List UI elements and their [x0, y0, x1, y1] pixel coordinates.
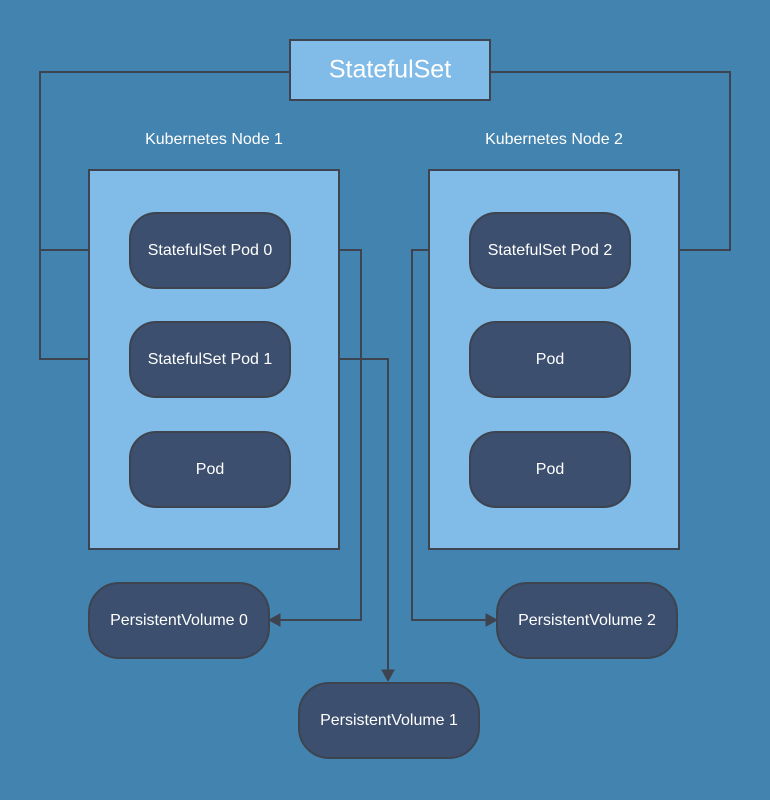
statefulset-pod-0-shape[interactable]	[129, 212, 291, 289]
persistentvolume-0-shape[interactable]	[88, 582, 270, 659]
node-1-title: Kubernetes Node 1	[145, 131, 283, 148]
pod-node2-generic-a-label: Pod	[535, 350, 565, 368]
pod-node1-generic-label: Pod	[195, 460, 225, 478]
statefulset-box[interactable]	[289, 39, 491, 101]
statefulset-pod-0-label: StatefulSet Pod 0	[147, 241, 273, 259]
statefulset-pod-1-label: StatefulSet Pod 1	[147, 350, 273, 368]
edge-pod-2-to-pv-2-arrow-icon	[485, 613, 499, 627]
statefulset-pod-2-shape[interactable]	[469, 212, 631, 289]
pod-node2-generic-a-shape[interactable]	[469, 321, 631, 398]
persistentvolume-2-shape[interactable]	[496, 582, 678, 659]
edge-pod-0-to-pv-0-arrow-icon	[267, 613, 281, 627]
statefulset-pod-1-shape[interactable]	[129, 321, 291, 398]
edge-statefulset-to-pod-2-line	[490, 71, 731, 251]
edge-pod-1-to-pv-1-arrow-icon	[381, 669, 395, 683]
persistentvolume-0-label: PersistentVolume 0	[110, 611, 248, 629]
persistentvolume-2-label: PersistentVolume 2	[518, 611, 656, 629]
pod-node1-generic-shape[interactable]	[129, 431, 291, 508]
persistentvolume-1-label: PersistentVolume 1	[320, 711, 458, 729]
statefulset-pod-2-label: StatefulSet Pod 2	[487, 241, 613, 259]
pod-node2-generic-b-shape[interactable]	[469, 431, 631, 508]
statefulset-label: StatefulSet	[328, 55, 452, 84]
pod-node2-generic-b-label: Pod	[535, 460, 565, 478]
persistentvolume-1-shape[interactable]	[298, 682, 480, 759]
node-2-title: Kubernetes Node 2	[485, 131, 623, 148]
edge-statefulset-to-pod-0-line	[39, 71, 290, 251]
